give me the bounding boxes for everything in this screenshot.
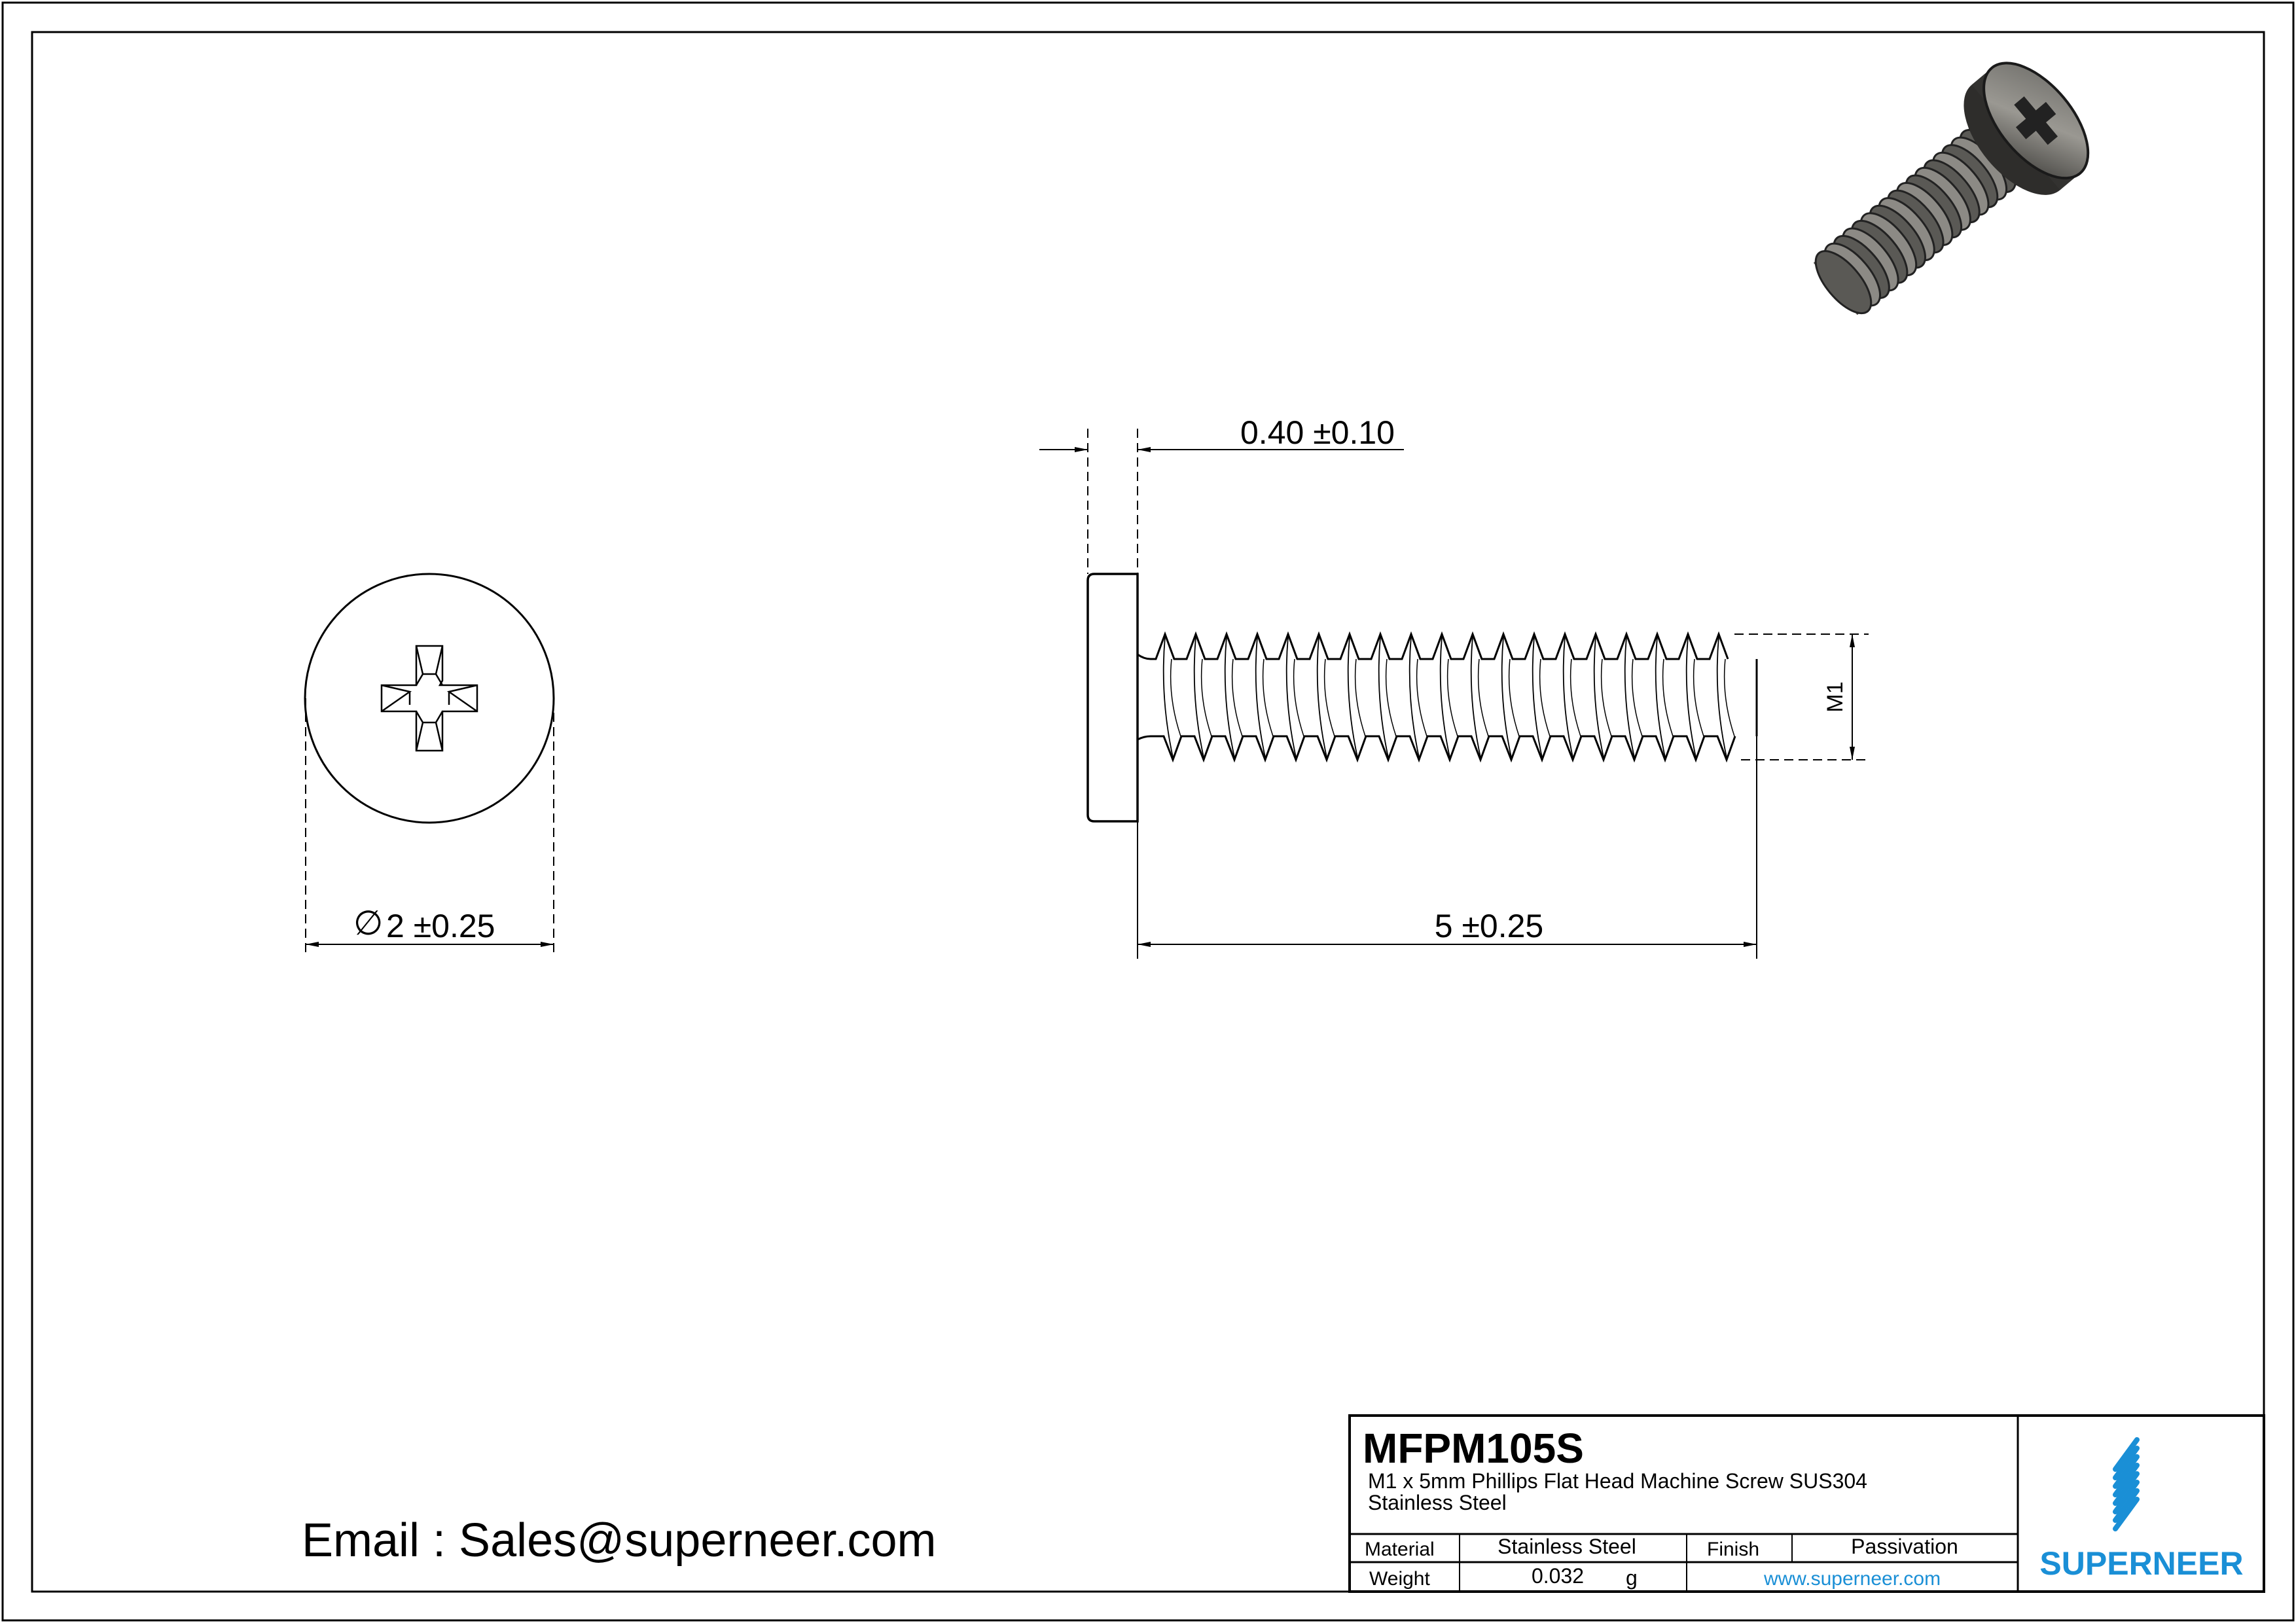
logo-text: SUPERNEER — [2039, 1545, 2243, 1582]
thread-flank — [1170, 658, 1181, 737]
phillips-recess-icon — [380, 645, 478, 752]
website-link[interactable]: www.superneer.com — [1763, 1568, 1941, 1590]
thread-flank — [1662, 658, 1674, 737]
thread-flank — [1439, 636, 1450, 758]
thread-flank — [1624, 636, 1635, 758]
thread-flank — [1600, 658, 1612, 737]
weight-label: Weight — [1369, 1568, 1430, 1590]
thread-flank — [1162, 636, 1174, 758]
screw-3d-render — [1813, 62, 2090, 315]
thread-flank — [1262, 658, 1274, 737]
thread-flank — [1716, 636, 1727, 758]
thread-flank — [1416, 658, 1427, 737]
thread-flank — [1570, 658, 1581, 737]
thread-flank — [1631, 658, 1643, 737]
logo-stripe — [2113, 1454, 2140, 1489]
thread-flank — [1408, 636, 1420, 758]
thread-flank — [1508, 658, 1520, 737]
description-line1: M1 x 5mm Phillips Flat Head Machine Scre… — [1368, 1469, 1867, 1493]
thread-flank — [1200, 658, 1212, 737]
thread-flank — [1378, 636, 1389, 758]
side-view: 0.40 ±0.10 5 ±0.25 M1 — [1039, 414, 1869, 959]
thread-flank — [1470, 636, 1481, 758]
diameter-dimension-text: 2 ±0.25 — [386, 908, 495, 944]
material-value: Stainless Steel — [1498, 1535, 1636, 1558]
title-block: MFPM105S M1 x 5mm Phillips Flat Head Mac… — [1348, 1414, 2265, 1593]
thread-flank — [1224, 636, 1235, 758]
thread-flank — [1354, 658, 1366, 737]
thread-flank — [1655, 636, 1666, 758]
thread-flank — [1562, 636, 1573, 758]
finish-value: Passivation — [1851, 1535, 1958, 1558]
thread-dimension-text: M1 — [1823, 681, 1848, 712]
thread-flank — [1693, 658, 1704, 737]
thread-flank — [1477, 658, 1489, 737]
thread-flank — [1285, 636, 1297, 758]
thread-profile — [1137, 631, 1758, 763]
part-number: MFPM105S — [1363, 1425, 1584, 1472]
thread-flank — [1685, 636, 1696, 758]
logo-stripe — [2113, 1497, 2140, 1531]
weight-value: 0.032 — [1532, 1564, 1584, 1588]
diameter-symbol: ∅ — [353, 904, 383, 942]
logo-stripe — [2113, 1471, 2140, 1506]
thread-flank — [1593, 636, 1604, 758]
finish-label: Finish — [1707, 1539, 1759, 1560]
thread-flank — [1347, 636, 1358, 758]
logo-stripe — [2113, 1437, 2140, 1472]
thread-flank — [1723, 658, 1735, 737]
material-label: Material — [1365, 1539, 1435, 1560]
head-circle — [304, 573, 555, 824]
superneer-logo-icon — [2113, 1437, 2140, 1531]
thread-flank — [1316, 636, 1327, 758]
description-line2: Stainless Steel — [1368, 1491, 1507, 1514]
top-view: ∅ 2 ±0.25 — [304, 573, 555, 955]
thread-crest-bottom — [1137, 735, 1736, 763]
thread-flank — [1323, 658, 1335, 737]
screw-head-profile — [1086, 573, 1139, 823]
logo-stripe — [2113, 1463, 2140, 1497]
thread-flank — [1385, 658, 1397, 737]
thread-crest-top — [1137, 631, 1729, 660]
thread-ring — [1814, 250, 1873, 315]
thread-flank — [1193, 636, 1204, 758]
logo-stripe — [2113, 1488, 2140, 1523]
contact-email[interactable]: Email : Sales@superneer.com — [302, 1514, 937, 1567]
thread-flank — [1293, 658, 1304, 737]
length-dimension-text: 5 ±0.25 — [1435, 908, 1543, 944]
inner-frame — [31, 31, 2265, 1593]
thread-flank — [1501, 636, 1512, 758]
head-height-dimension-text: 0.40 ±0.10 — [1240, 414, 1395, 451]
logo-stripe — [2113, 1446, 2140, 1480]
thread-flank — [1446, 658, 1458, 737]
thread-flank — [1231, 658, 1243, 737]
thread-flank — [1255, 636, 1266, 758]
thread-flank — [1539, 658, 1551, 737]
logo-stripe — [2113, 1480, 2140, 1514]
weight-unit: g — [1626, 1566, 1638, 1590]
thread-flank — [1532, 636, 1543, 758]
